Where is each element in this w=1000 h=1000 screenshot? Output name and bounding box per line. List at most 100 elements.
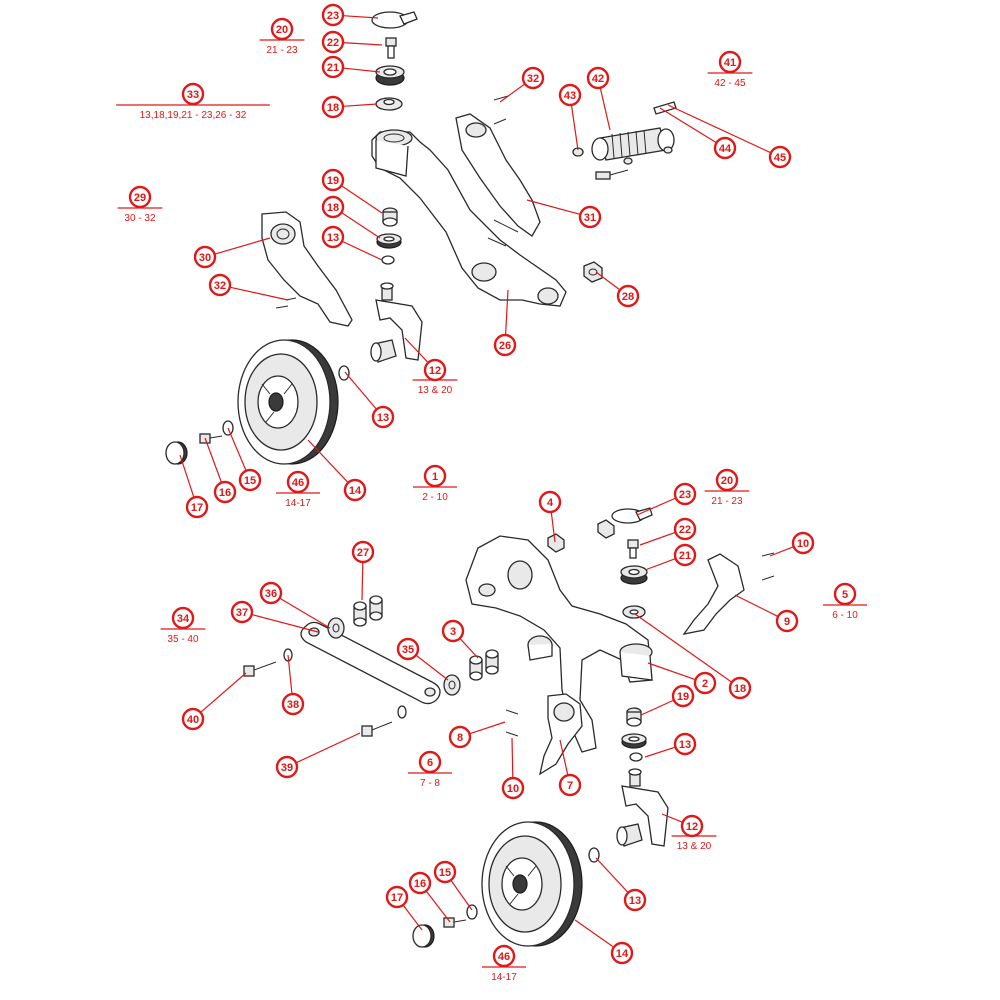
leader-line-c19-lower [640,699,675,716]
shock-absorber [591,127,675,161]
callout-circle [610,941,634,965]
lower-main-arm [465,535,653,753]
callout-circle [586,66,610,90]
callout-c21-top: 21 [321,55,345,79]
leader-line-c23-lower [636,497,677,516]
callout-c28: 28 [616,284,640,308]
callout-c32-left: 32 [208,273,232,297]
callout-c18-top: 18 [321,95,345,119]
upper-bearing-mid [376,233,402,249]
callout-number: 38 [287,699,299,711]
callout-number: 32 [214,280,226,292]
callout-c43: 43 [558,83,582,107]
group-g6: 6 7 - 8 [408,750,452,789]
leader-line-c14-upper [307,439,349,484]
upper-main-arm [371,129,567,307]
top-fork-lock-tab [371,11,418,29]
lower-lock-tab [611,507,653,524]
callout-c42: 42 [586,66,610,90]
group-range: 7 - 8 [420,778,440,789]
callout-c21-lower: 21 [673,543,697,567]
group-circle [171,606,195,630]
callout-circle [623,888,647,912]
callout-circle [238,468,262,492]
callout-circle [193,245,217,269]
leader-line-c21-lower [644,557,676,571]
leader-line-c13-upper-a [341,240,383,261]
link-arm [300,621,441,705]
callout-c44: 44 [713,136,737,160]
callout-c35: 35 [396,637,420,661]
top-bearing [375,97,403,111]
group-number: 20 [721,475,733,487]
group-range: 6 - 10 [832,610,858,621]
leader-line-c16-lower [425,890,451,923]
bushings-pair-lower [469,649,499,681]
leader-line-c15-upper [227,427,247,472]
callout-c26: 26 [493,333,517,357]
upper-right-guard [455,113,541,237]
group-range: 13 & 20 [418,385,453,396]
callout-number: 28 [622,291,634,303]
callout-number: 26 [499,340,511,352]
callout-circle [578,205,602,229]
upper-screws-right [493,95,509,125]
group-number: 6 [427,757,433,769]
callout-number: 23 [679,489,691,501]
group-range: 42 - 45 [714,78,746,89]
leader-line-c19-upper [340,185,383,214]
lower-hub-cap [412,924,435,948]
leader-line-c32-right [499,83,526,103]
callout-circle [501,776,525,800]
group-range: 21 - 23 [266,45,298,56]
callout-c16-upper: 16 [213,480,237,504]
callout-circle [680,814,704,838]
callout-number: 15 [244,475,256,487]
callout-circle [791,531,815,555]
lower-right-guard [682,553,745,635]
group-range: 35 - 40 [167,634,199,645]
callout-number: 22 [327,37,339,49]
leader-line-c32-left [229,286,289,301]
callout-circle [673,543,697,567]
group-number: 41 [724,57,736,69]
callout-c38: 38 [281,692,305,716]
callout-c19-lower: 19 [671,684,695,708]
leader-line-c23-top [342,15,379,19]
callout-number: 16 [414,878,426,890]
upper-wheel [237,339,339,465]
callout-number: 3 [450,626,456,638]
upper-spacer [382,207,398,227]
callout-c13-lower-b: 13 [623,888,647,912]
group-g41: 41 42 - 45 [707,50,753,89]
callout-c30: 30 [193,245,217,269]
callout-circle [713,136,737,160]
callout-number: 32 [527,73,539,85]
group-number: 5 [842,589,848,601]
lower-screws-left [505,709,519,737]
callout-circle [423,358,447,382]
callout-circle [558,83,582,107]
callout-c2: 2 [693,671,717,695]
callout-circle [671,684,695,708]
callout-circle [185,495,209,519]
callout-number: 4 [547,497,554,509]
group-circle [128,185,152,209]
callout-circle [616,284,640,308]
group-number: 20 [276,24,288,36]
lower-bearing-seal [620,565,648,585]
callout-circle [181,707,205,731]
bushing-left [327,617,345,639]
callout-circle [321,55,345,79]
callout-number: 10 [507,783,519,795]
group-range: 2 - 10 [422,492,448,503]
callout-circle [230,600,254,624]
callout-number: 37 [236,607,248,619]
leader-line-c8 [469,721,506,735]
leader-line-c30 [214,237,271,255]
callout-number: 30 [199,252,211,264]
lower-caster-fork [616,768,669,847]
